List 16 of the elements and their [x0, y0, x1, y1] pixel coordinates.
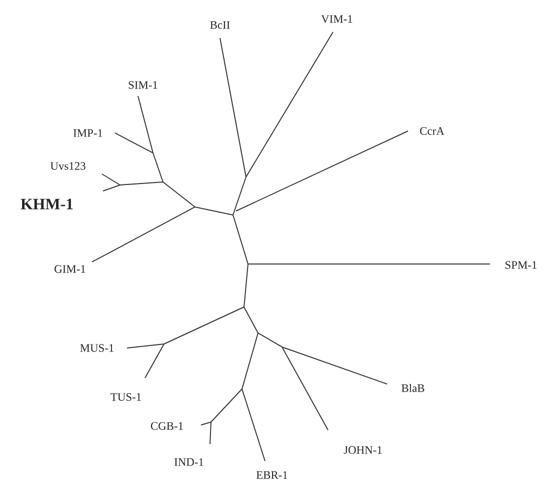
leaf-label: IND-1 [174, 458, 204, 466]
leaf-label: MUS-1 [80, 344, 114, 352]
leaf-label: BcII [210, 21, 230, 29]
leaf-label: IMP-1 [73, 129, 102, 137]
leaf-label: EBR-1 [256, 471, 288, 479]
leaf-label: CcrA [420, 127, 444, 135]
leaf-label: CGB-1 [150, 422, 183, 430]
leaf-label: VIM-1 [321, 15, 352, 23]
leaf-label: BlaB [402, 384, 424, 392]
leaf-label: JOHN-1 [344, 446, 382, 454]
leaf-label: KHM-1 [20, 198, 73, 210]
leaf-label: Uvs123 [50, 162, 86, 170]
leaf-label: SIM-1 [128, 81, 158, 89]
leaf-label: TUS-1 [110, 393, 141, 401]
leaf-label: SPM-1 [506, 261, 537, 269]
leaf-label: GIM-1 [54, 265, 86, 273]
